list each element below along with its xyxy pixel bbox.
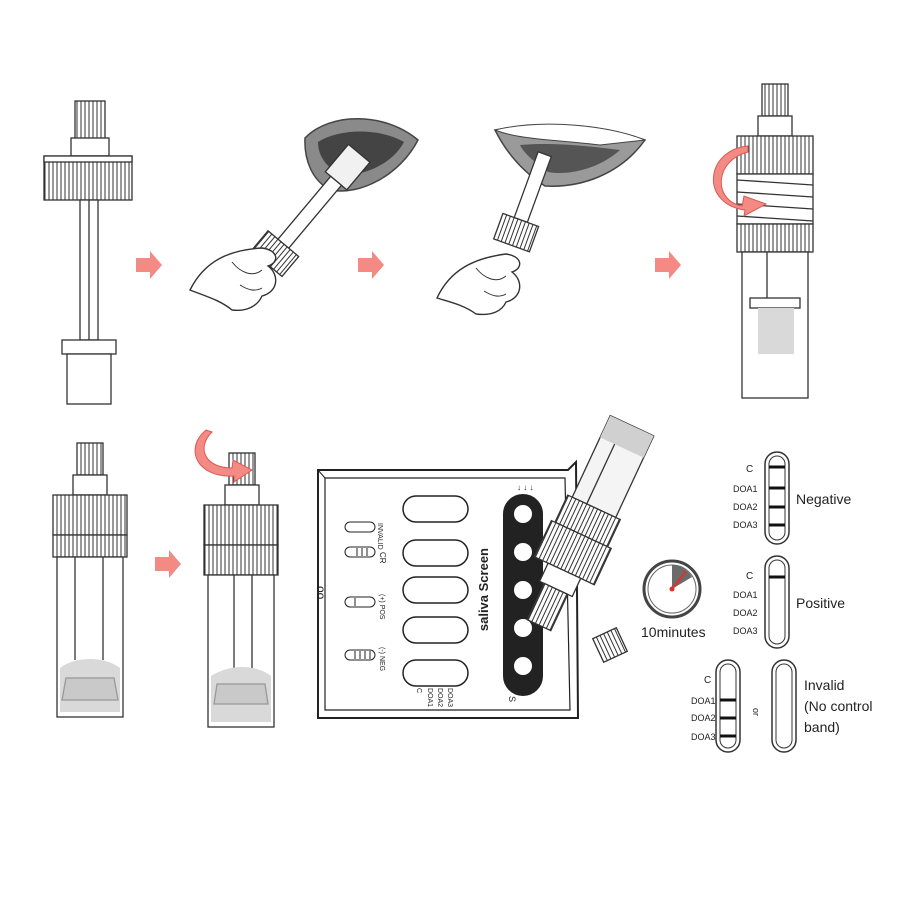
device-label-invalid: INVALID — [376, 523, 383, 550]
pos-row-c: C — [746, 571, 753, 582]
inv-row-doa2: DOA2 — [691, 713, 716, 723]
step-arrow-icon — [655, 251, 681, 279]
drop-marks: ↓ ↓ ↓ — [517, 483, 533, 492]
result-windows — [402, 495, 469, 687]
step-arrow-icon — [358, 251, 384, 279]
device-bottom-labels: C DOA1 DOA2 DOA3 — [415, 688, 453, 707]
invalid-title: Invalid — [804, 677, 844, 693]
inserted-chamber — [526, 414, 655, 632]
device-bottom-doa2: DOA2 — [436, 688, 443, 707]
result-positive — [764, 555, 790, 649]
step3-swab-under-tongue — [436, 123, 647, 316]
step6-twist-cap — [203, 452, 279, 728]
timer-label: 10minutes — [641, 624, 706, 640]
step-arrows — [136, 251, 681, 578]
step4-insert-chamber — [736, 83, 814, 399]
neg-row-doa1: DOA1 — [733, 484, 758, 494]
sample-wells — [503, 494, 543, 696]
test-device: ↓ ↓ ↓ — [317, 459, 580, 719]
step2-swab-in-mouth — [189, 118, 419, 312]
rotate-arrow-icon — [194, 429, 253, 483]
inv-row-doa3: DOA3 — [691, 732, 716, 742]
device-label-neg: (-) NEG — [378, 647, 385, 671]
pos-row-doa3: DOA3 — [733, 626, 758, 636]
neg-row-doa3: DOA3 — [733, 520, 758, 530]
rotate-arrow-icon — [713, 145, 768, 217]
result-negative — [764, 451, 790, 545]
device-label-cr: CR — [378, 552, 387, 564]
hand-icon — [436, 253, 521, 316]
device-bottom-doa3: DOA3 — [446, 688, 453, 707]
negative-title: Negative — [796, 491, 851, 507]
device-side-mark: S — [507, 696, 517, 702]
neg-row-doa2: DOA2 — [733, 502, 758, 512]
neg-row-c: C — [746, 464, 753, 475]
device-top-mark: oo — [314, 586, 328, 600]
invalid-subtitle-line1: (No control — [804, 698, 872, 714]
positive-title: Positive — [796, 595, 845, 611]
invalid-subtitle-line2: band) — [804, 719, 840, 735]
step-arrow-icon — [136, 251, 162, 279]
pos-row-doa2: DOA2 — [733, 608, 758, 618]
invalid-or: or — [751, 708, 761, 716]
inv-row-doa1: DOA1 — [691, 696, 716, 706]
hand-icon — [189, 247, 277, 312]
step5-chamber-filled — [52, 442, 128, 718]
timer-icon — [642, 559, 702, 619]
device-label-pos: (+) POS — [378, 594, 385, 620]
device-bottom-c: C — [415, 688, 422, 693]
result-invalid — [715, 659, 797, 753]
device-bottom-doa1: DOA1 — [426, 688, 433, 707]
inv-row-c: C — [704, 675, 711, 686]
pos-row-doa1: DOA1 — [733, 590, 758, 600]
legend-strips — [344, 521, 376, 661]
step-arrow-icon — [155, 550, 181, 578]
device-brand: saliva Screen — [476, 548, 491, 631]
detached-cap — [591, 626, 629, 664]
step1-collector — [43, 100, 133, 405]
